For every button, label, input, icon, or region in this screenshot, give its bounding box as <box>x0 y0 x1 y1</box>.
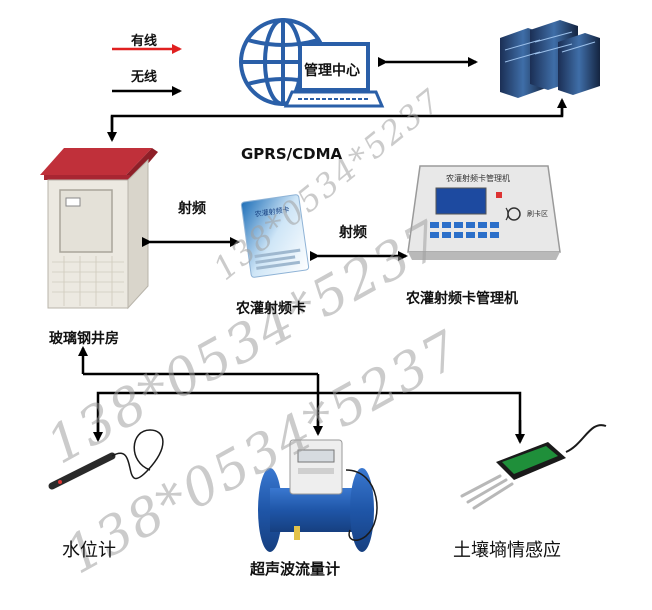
server-rack-icon <box>500 20 600 98</box>
globe-laptop-icon <box>239 18 385 108</box>
water-level-label: 水位计 <box>62 540 116 561</box>
device-reader-label: 刷卡区 <box>527 209 548 218</box>
water-level-meter-icon <box>48 429 164 490</box>
soil-moisture-sensor-icon <box>460 424 607 510</box>
server-well-link <box>110 108 564 130</box>
rf-card-icon: 农灌射频卡 <box>240 194 310 278</box>
well-house-label: 玻璃钢井房 <box>49 331 119 347</box>
well-house-icon <box>40 148 158 310</box>
rf-right-label: 射频 <box>339 225 367 241</box>
flowmeter-label: 超声波流量计 <box>250 560 341 578</box>
management-center-label: 管理中心 <box>304 63 360 79</box>
rf-card-label: 农灌射频卡 <box>236 301 306 317</box>
card-manager-icon: 农灌射频卡管理机 刷卡区 <box>407 165 561 260</box>
legend-wireless-label: 无线 <box>131 70 158 85</box>
rf-left-label: 射频 <box>178 201 206 217</box>
card-manager-label: 农灌射频卡管理机 <box>406 291 518 307</box>
device-title: 农灌射频卡管理机 <box>446 173 510 183</box>
soil-sensor-label: 土壤墒情感应 <box>453 540 561 561</box>
ultrasonic-flowmeter-icon <box>258 439 378 552</box>
legend-wired-label: 有线 <box>131 34 158 49</box>
network-label: GPRS/CDMA <box>241 145 343 163</box>
